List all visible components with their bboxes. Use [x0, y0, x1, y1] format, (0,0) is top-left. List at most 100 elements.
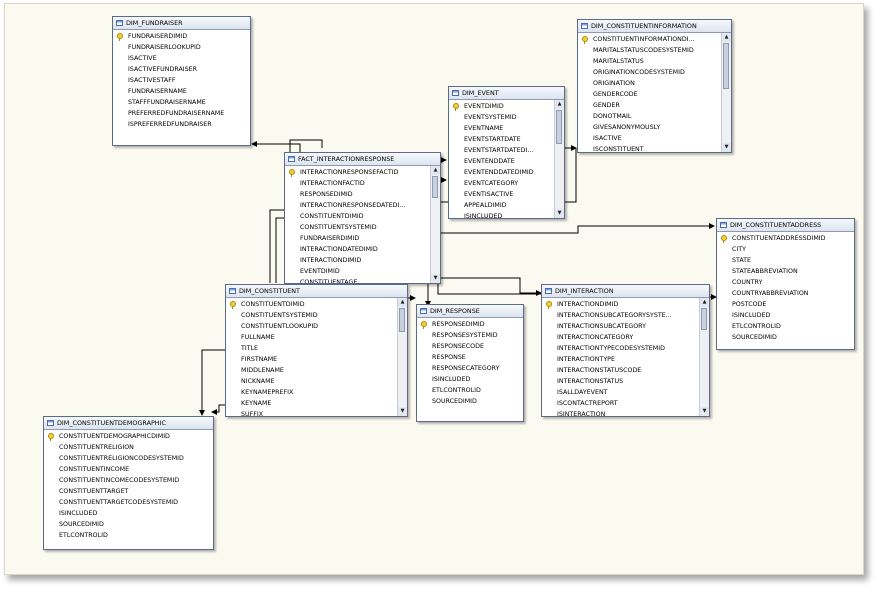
table-column-row[interactable]: CONSTITUENTAGE — [285, 277, 440, 283]
table-column-row[interactable]: ISACTIVESTAFF — [113, 75, 250, 86]
table-dim-constituentaddress[interactable]: DIM_CONSTITUENTADDRESS CONSTITUENTADDRES… — [716, 218, 855, 350]
table-column-row[interactable]: RESPONSECATEGORY — [417, 363, 523, 374]
table-column-row[interactable]: INTERACTIONRESPONSEFACTID — [285, 167, 440, 178]
table-column-row[interactable]: CONSTITUENTSYSTEMID — [285, 222, 440, 233]
table-column-row[interactable]: INTERACTIONRESPONSEDATEDI... — [285, 200, 440, 211]
table-column-row[interactable]: ISPREFERREDFUNDRAISER — [113, 119, 250, 130]
table-column-row[interactable]: ISACTIVEFUNDRAISER — [113, 64, 250, 75]
table-column-row[interactable]: INTERACTIONSTATUSCODE — [542, 365, 709, 376]
scroll-down-icon[interactable]: ▼ — [431, 274, 440, 283]
table-column-row[interactable]: SUFFIX — [226, 409, 407, 416]
table-column-row[interactable]: RESPONSECODE — [417, 341, 523, 352]
table-column-row[interactable]: ISCONTACTREPORT — [542, 398, 709, 409]
table-column-row[interactable]: POSTCODE — [717, 299, 854, 310]
table-column-row[interactable]: CONSTITUENTADDRESSDIMID — [717, 233, 854, 244]
table-column-row[interactable]: SOURCEDIMID — [717, 332, 854, 343]
table-column-row[interactable]: RESPONSEDIMID — [417, 319, 523, 330]
table-column-row[interactable]: APPEALDIMID — [449, 200, 564, 211]
scroll-thumb[interactable] — [701, 308, 707, 330]
table-column-row[interactable]: FIRSTNAME — [226, 354, 407, 365]
table-column-row[interactable]: KEYNAMEPREFIX — [226, 387, 407, 398]
table-column-row[interactable]: INTERACTIONSUBCATEGORYSYSTE... — [542, 310, 709, 321]
table-dim-constituentinformation[interactable]: DIM_CONSTITUENTINFORMATION CONSTITUENTIN… — [577, 19, 732, 153]
scroll-down-icon[interactable]: ▼ — [700, 407, 709, 416]
table-column-row[interactable]: GENDER — [578, 100, 731, 111]
scroll-thumb[interactable] — [432, 176, 438, 198]
table-column-row[interactable]: CONSTITUENTSYSTEMID — [226, 310, 407, 321]
table-title-bar[interactable]: DIM_CONSTITUENTADDRESS — [717, 219, 854, 232]
table-title-bar[interactable]: DIM_EVENT — [449, 87, 564, 100]
table-column-row[interactable]: INTERACTIONSUBCATEGORY — [542, 321, 709, 332]
table-column-row[interactable]: DONOTMAIL — [578, 111, 731, 122]
table-column-row[interactable]: FUNDRAISERDIMID — [113, 31, 250, 42]
table-column-row[interactable]: NICKNAME — [226, 376, 407, 387]
table-column-row[interactable]: CONSTITUENTDEMOGRAPHICDIMID — [44, 431, 213, 442]
table-title-bar[interactable]: DIM_CONSTITUENTDEMOGRAPHIC — [44, 417, 213, 430]
scroll-down-icon[interactable]: ▼ — [398, 407, 407, 416]
table-column-row[interactable]: FUNDRAISERLOOKUPID — [113, 42, 250, 53]
table-column-row[interactable]: GIVESANONYMOUSLY — [578, 122, 731, 133]
table-column-row[interactable]: RESPONSE — [417, 352, 523, 363]
table-column-row[interactable]: EVENTSTARTDATE — [449, 134, 564, 145]
table-column-row[interactable]: CONSTITUENTRELIGION — [44, 442, 213, 453]
table-column-row[interactable]: ISACTIVE — [578, 133, 731, 144]
table-column-row[interactable]: ETLCONTROLID — [417, 385, 523, 396]
vertical-scrollbar[interactable]: ▲ ▼ — [721, 33, 731, 152]
table-column-row[interactable]: INTERACTIONCATEGORY — [542, 332, 709, 343]
scroll-up-icon[interactable]: ▲ — [431, 166, 440, 175]
vertical-scrollbar[interactable]: ▲ ▼ — [554, 100, 564, 218]
table-column-row[interactable]: INTERACTIONFACTID — [285, 178, 440, 189]
table-column-row[interactable]: CONSTITUENTTARGET — [44, 486, 213, 497]
scroll-thumb[interactable] — [723, 43, 729, 89]
table-column-row[interactable]: ETLCONTROLID — [44, 530, 213, 541]
table-column-row[interactable]: FUNDRAISERDIMID — [285, 233, 440, 244]
table-column-row[interactable]: ISINCLUDED — [717, 310, 854, 321]
table-title-bar[interactable]: DIM_FUNDRAISER — [113, 17, 250, 30]
table-column-row[interactable]: TITLE — [226, 343, 407, 354]
table-column-row[interactable]: EVENTDIMID — [449, 101, 564, 112]
scroll-down-icon[interactable]: ▼ — [722, 143, 731, 152]
table-column-row[interactable]: ORIGINATIONCODESYSTEMID — [578, 67, 731, 78]
table-fact-interactionresponse[interactable]: FACT_INTERACTIONRESPONSE INTERACTIONRESP… — [284, 152, 441, 284]
table-column-row[interactable]: RESPONSESYSTEMID — [417, 330, 523, 341]
table-column-row[interactable]: SOURCEDIMID — [417, 396, 523, 407]
table-column-row[interactable]: EVENTDIMID — [285, 266, 440, 277]
table-column-row[interactable]: INTERACTIONTYPECODESYSTEMID — [542, 343, 709, 354]
table-column-row[interactable]: SOURCEDIMID — [44, 519, 213, 530]
table-column-row[interactable]: COUNTRY — [717, 277, 854, 288]
table-column-row[interactable]: PREFERREDFUNDRAISERNAME — [113, 108, 250, 119]
table-column-row[interactable]: CONSTITUENTINCOME — [44, 464, 213, 475]
table-title-bar[interactable]: DIM_CONSTITUENTINFORMATION — [578, 20, 731, 33]
table-column-row[interactable]: STAFFFUNDRAISERNAME — [113, 97, 250, 108]
scroll-up-icon[interactable]: ▲ — [700, 298, 709, 307]
table-column-row[interactable]: ISINCLUDED — [417, 374, 523, 385]
table-dim-constituentdemographic[interactable]: DIM_CONSTITUENTDEMOGRAPHIC CONSTITUENTDE… — [43, 416, 214, 550]
table-column-row[interactable]: RESPONSEDIMID — [285, 189, 440, 200]
table-column-row[interactable]: EVENTCATEGORY — [449, 178, 564, 189]
table-column-row[interactable]: GENDERCODE — [578, 89, 731, 100]
scroll-up-icon[interactable]: ▲ — [398, 298, 407, 307]
table-title-bar[interactable]: DIM_INTERACTION — [542, 285, 709, 298]
table-column-row[interactable]: FULLNAME — [226, 332, 407, 343]
table-column-row[interactable]: MIDDLENAME — [226, 365, 407, 376]
table-column-row[interactable]: INTERACTIONSTATUS — [542, 376, 709, 387]
scroll-thumb[interactable] — [556, 110, 562, 144]
table-column-row[interactable]: ISINTERACTION — [542, 409, 709, 416]
table-title-bar[interactable]: DIM_RESPONSE — [417, 305, 523, 318]
table-column-row[interactable]: EVENTENDDATE — [449, 156, 564, 167]
table-column-row[interactable]: MARITALSTATUSCODESYSTEMID — [578, 45, 731, 56]
table-column-row[interactable]: CONSTITUENTTARGETCODESYSTEMID — [44, 497, 213, 508]
table-column-row[interactable]: EVENTSTARTDATEDI... — [449, 145, 564, 156]
scroll-down-icon[interactable]: ▼ — [555, 209, 564, 218]
table-title-bar[interactable]: DIM_CONSTITUENT — [226, 285, 407, 298]
vertical-scrollbar[interactable]: ▲ ▼ — [430, 166, 440, 283]
table-column-row[interactable]: ORIGINATION — [578, 78, 731, 89]
table-column-row[interactable]: INTERACTIONDIMID — [285, 255, 440, 266]
table-column-row[interactable]: CONSTITUENTINCOMECODESYSTEMID — [44, 475, 213, 486]
table-column-row[interactable]: CITY — [717, 244, 854, 255]
table-column-row[interactable]: MARITALSTATUS — [578, 56, 731, 67]
table-column-row[interactable]: COUNTRYABBREVIATION — [717, 288, 854, 299]
